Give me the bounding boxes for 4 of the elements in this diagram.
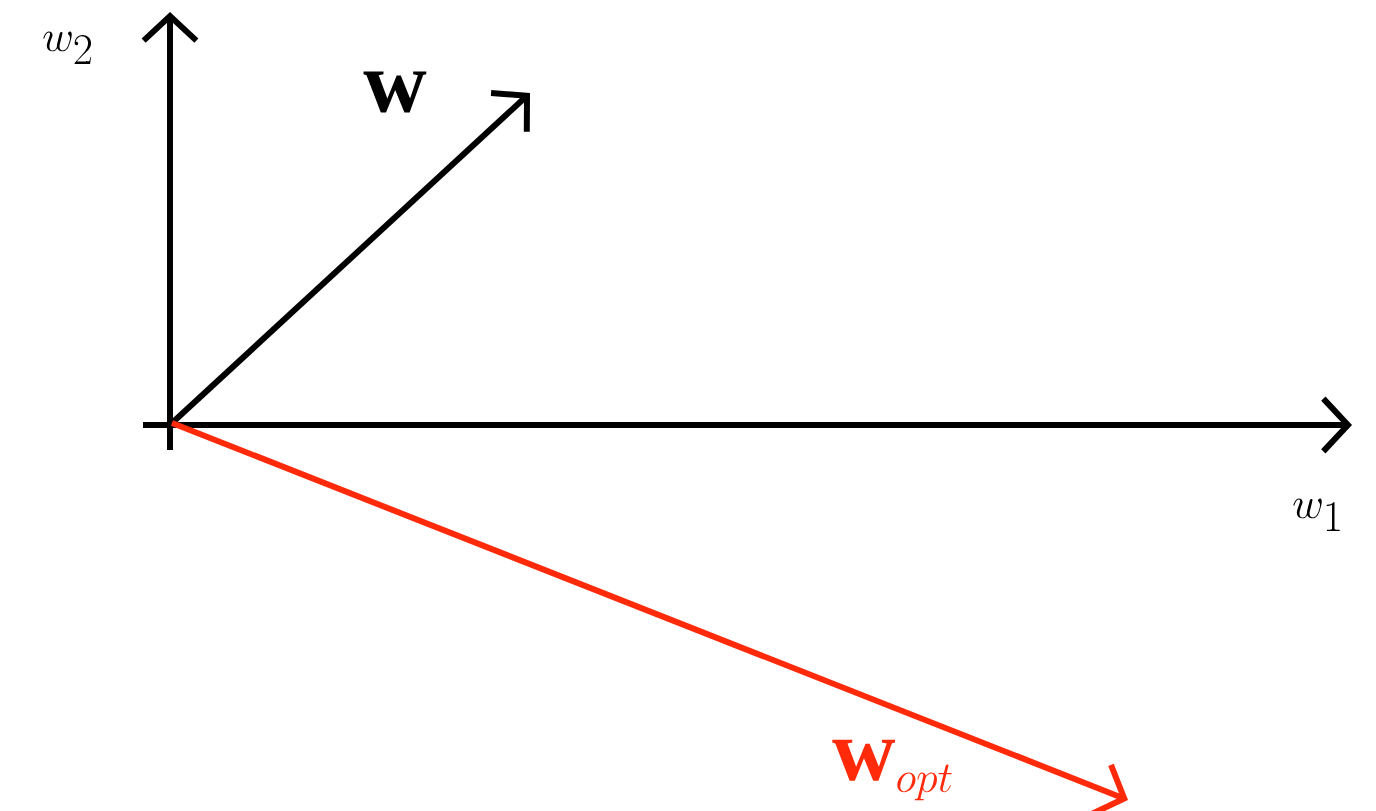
axis-label: $w_2$: [43, 31, 92, 64]
axis-label: $w_1$: [1293, 498, 1340, 531]
axis-label: $\mathbf{w}_{opt}$: [832, 739, 952, 801]
axis-label: $\mathbf{w}$: [363, 71, 427, 113]
